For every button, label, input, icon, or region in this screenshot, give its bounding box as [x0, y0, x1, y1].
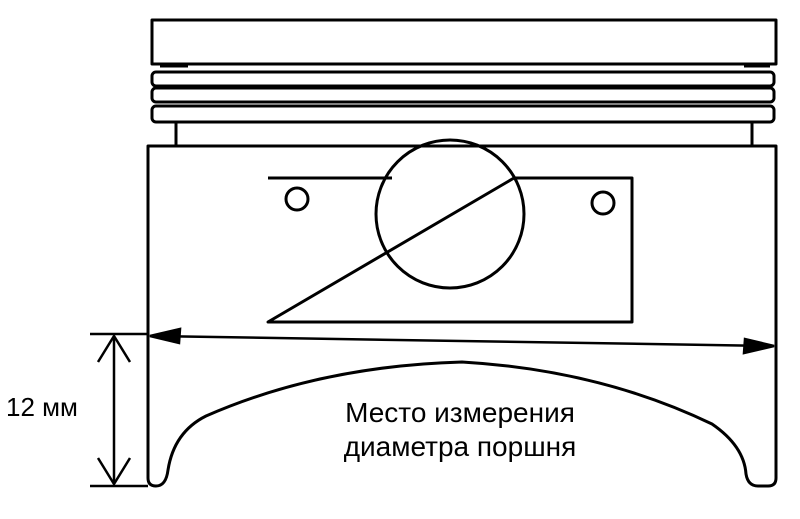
diameter-arrow-left — [149, 327, 182, 345]
diameter-line — [151, 334, 773, 348]
oil-hole-left — [284, 186, 310, 212]
groove-edge-left — [160, 64, 188, 104]
piston-ring-3 — [150, 104, 776, 124]
ring-land — [174, 122, 754, 146]
piston-ring-1 — [150, 70, 776, 88]
caption-line-1: Место измерения — [345, 397, 575, 428]
pin-bore — [374, 138, 526, 290]
diameter-arrow-right — [742, 337, 775, 355]
piston-skirt — [146, 144, 778, 488]
piston-ring-2 — [150, 86, 776, 104]
measurement-caption: Место измерения диаметра поршня — [300, 396, 620, 464]
piston-crown — [150, 18, 778, 66]
dim-arrow-bottom — [96, 457, 132, 487]
dimension-label: 12 мм — [6, 392, 78, 422]
groove-edge-right — [744, 64, 770, 104]
caption-line-2: диаметра поршня — [343, 431, 577, 462]
oil-hole-right — [590, 190, 616, 216]
pin-boss — [266, 176, 634, 324]
dim-arrow-top — [96, 333, 132, 363]
